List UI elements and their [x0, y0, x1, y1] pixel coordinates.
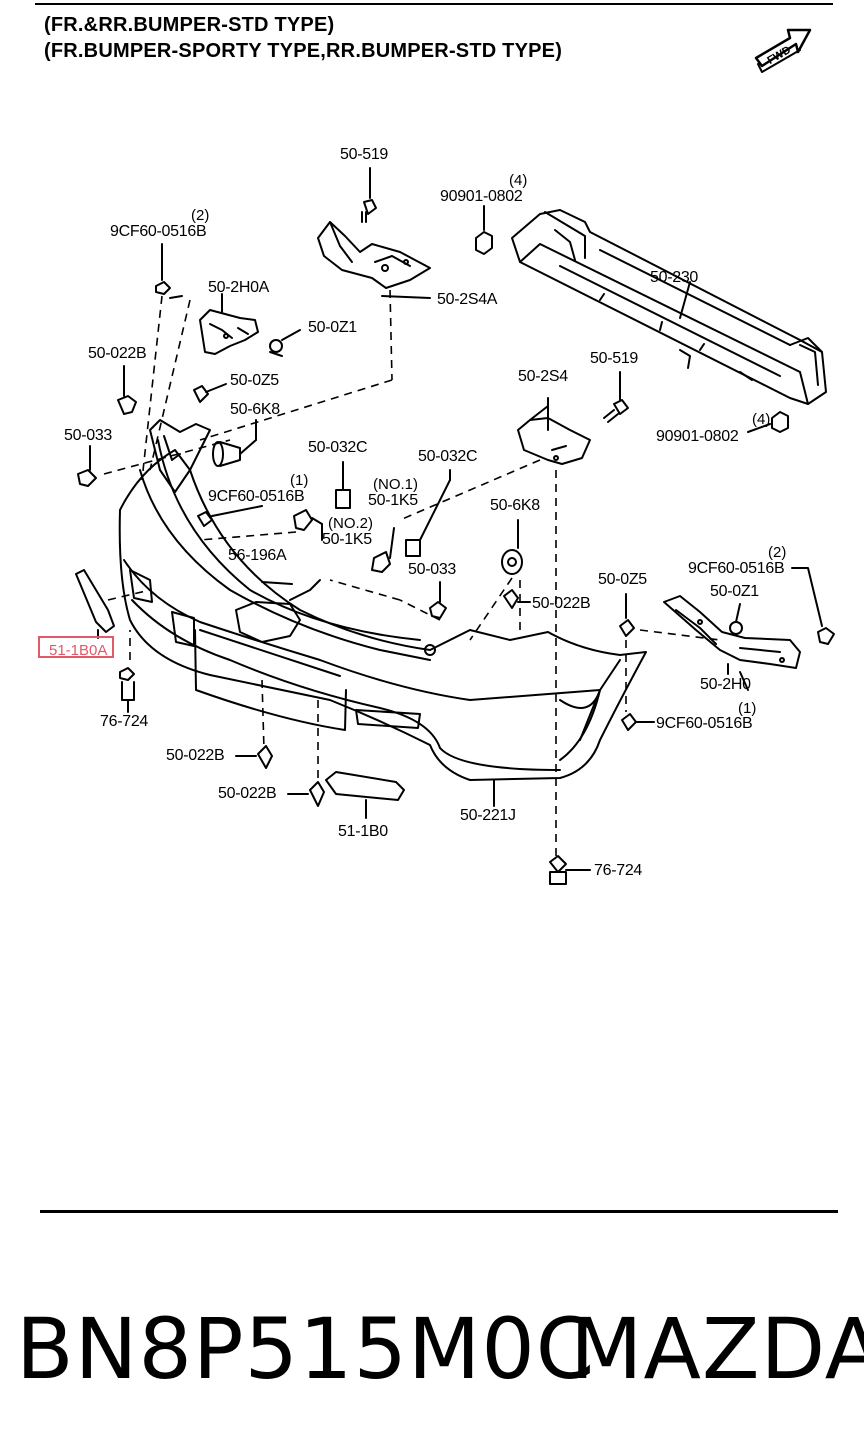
clip-76-724-right	[549, 855, 591, 885]
fwd-label: FWD	[765, 44, 793, 67]
label-50-230: 50-230	[650, 269, 699, 286]
label-50-2h0a: 50-2H0A	[208, 279, 270, 296]
label-50-1k5-top: 50-1K5	[368, 492, 418, 509]
label-9cf60-mid: 9CF60-0516B	[208, 488, 305, 505]
part-number: BN8P515M0C	[16, 1300, 596, 1398]
label-50-0z1-right: 50-0Z1	[710, 583, 759, 600]
retainer-50-032c-right	[405, 469, 451, 557]
label-50-033-right: 50-033	[408, 561, 457, 578]
clip-50-1k5-no2	[371, 527, 395, 573]
label-9cf60-low: 9CF60-0516B	[656, 715, 753, 732]
label-50-519-top: 50-519	[340, 146, 389, 163]
reflector-51-1b0	[325, 771, 405, 819]
label-no2: (NO.2)	[328, 515, 373, 532]
clip-50-1k5-no1	[293, 509, 323, 541]
label-50-1k5-bot: 50-1K5	[322, 531, 372, 548]
grommet-50-6k8-left	[212, 419, 257, 467]
nut-90901-right	[747, 411, 789, 433]
label-9cf60-right: 9CF60-0516B	[688, 560, 785, 577]
grommet-50-6k8-right	[501, 519, 523, 575]
label-50-0z5-left: 50-0Z5	[230, 372, 279, 389]
bumper-cover	[118, 419, 647, 781]
brand-name: MAZDA	[570, 1300, 864, 1398]
label-51-1b0: 51-1B0	[338, 823, 388, 840]
bolt-9cf60-low	[621, 713, 655, 731]
label-90901-top: 90901-0802	[440, 188, 523, 205]
top-border	[35, 3, 833, 5]
label-no1: (NO.1)	[373, 476, 418, 493]
clip-50-0z1-left	[269, 329, 301, 357]
header-title-line-1: (FR.&RR.BUMPER-STD TYPE)	[44, 14, 335, 36]
screw-50-033-right	[429, 581, 447, 619]
fwd-arrow-icon	[754, 28, 812, 73]
qty-90901-top: (4)	[509, 172, 528, 189]
qty-9cf60-mid: (1)	[290, 472, 309, 489]
clip-50-022b-left	[117, 365, 137, 415]
label-50-2h0: 50-2H0	[700, 676, 751, 693]
screw-50-033-left	[77, 445, 97, 487]
clip-50-0z1-right	[729, 603, 743, 635]
label-90901-right: 90901-0802	[656, 428, 739, 445]
label-50-032c-left: 50-032C	[308, 439, 368, 456]
qty-90901-right: (4)	[752, 411, 771, 428]
highlighted-part-51-1b0a[interactable]: 51-1B0A	[38, 636, 114, 659]
footer-divider	[40, 1210, 838, 1213]
bolt-9cf60-right	[791, 567, 835, 645]
clip-50-022b-low1	[235, 745, 273, 769]
label-50-022b-low1: 50-022B	[166, 747, 225, 764]
bolt-50-519-top	[361, 167, 377, 223]
label-50-2s4: 50-2S4	[518, 368, 568, 385]
bumper-reinforcement-beam	[511, 209, 827, 405]
label-56-196a: 56-196A	[228, 547, 287, 564]
bracket-50-2s4	[517, 397, 591, 465]
label-50-0z5-right: 50-0Z5	[598, 571, 647, 588]
clip-50-022b-right	[503, 589, 531, 609]
label-76-724-left: 76-724	[100, 713, 149, 730]
qty-9cf60-low: (1)	[738, 700, 757, 717]
label-50-022b-right: 50-022B	[532, 595, 591, 612]
bracket-50-2h0a	[199, 293, 259, 355]
bracket-50-2s4a	[317, 221, 431, 289]
label-51-1b0a: 51-1B0A	[49, 642, 108, 659]
label-50-2s4a: 50-2S4A	[437, 291, 498, 308]
retainer-50-032c-left	[335, 461, 351, 509]
qty-9cf60-right: (2)	[768, 544, 787, 561]
label-50-6k8-left: 50-6K8	[230, 401, 280, 418]
label-50-022b-low2: 50-022B	[218, 785, 277, 802]
label-50-6k8-right: 50-6K8	[490, 497, 540, 514]
clip-50-0z5-left	[193, 383, 227, 403]
clip-76-724-left	[119, 667, 135, 713]
label-76-724-right: 76-724	[594, 862, 643, 879]
nut-90901-top	[475, 205, 493, 255]
label-50-033-left: 50-033	[64, 427, 113, 444]
bolt-9cf60-mid	[197, 505, 263, 527]
header-title-line-2: (FR.BUMPER-SPORTY TYPE,RR.BUMPER-STD TYP…	[44, 40, 563, 62]
reflector-51-1b0a	[75, 569, 115, 639]
clip-50-0z5-right	[619, 593, 635, 637]
bolt-9cf60-top	[155, 243, 183, 299]
bolt-50-519-mid	[603, 371, 629, 423]
label-50-032c-right: 50-032C	[418, 448, 478, 465]
label-9cf60-top: 9CF60-0516B	[110, 223, 207, 240]
label-50-0z1-left: 50-0Z1	[308, 319, 357, 336]
qty-9cf60-top: (2)	[191, 207, 210, 224]
clip-50-022b-low2	[287, 781, 325, 807]
label-50-022b-left: 50-022B	[88, 345, 147, 362]
label-50-221j: 50-221J	[460, 807, 516, 824]
label-50-519-mid: 50-519	[590, 350, 639, 367]
